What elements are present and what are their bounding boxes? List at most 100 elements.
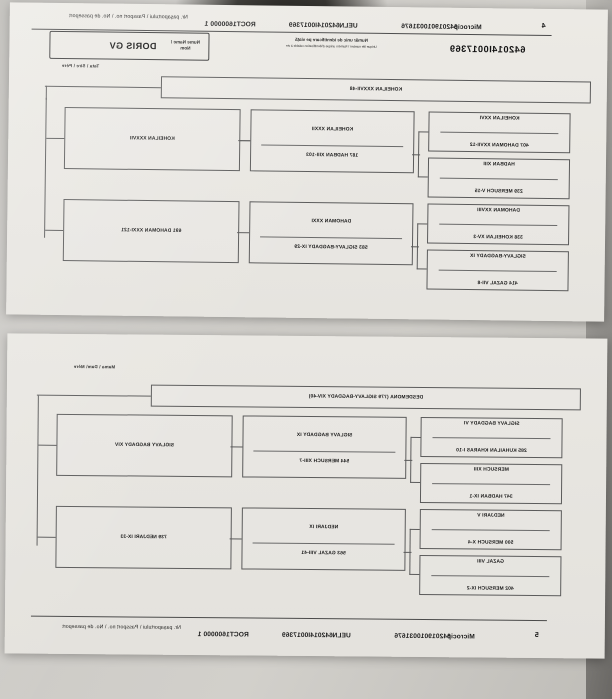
pedigree-dam-g4-node-3-top: GAZAL VIII: [476, 559, 504, 565]
pedigree-g4-node-1-divider: [439, 177, 558, 181]
connector-dam-g2-0-root: [38, 444, 57, 446]
pedigree-g3-node-0: KOHEILAN XXXII 187 HADBAN XIII-103: [249, 109, 415, 174]
connector-dam-g3-0-h: [230, 446, 243, 448]
connector-dam-g2-1-root: [37, 536, 56, 538]
connector-dam-g3-1-h: [229, 538, 242, 540]
pedigree-dam-g3-node-1: NEDJARI IX 563 GAZAL VIII-41: [241, 507, 406, 571]
connector-root-v: [45, 85, 47, 100]
pedigree-dam-g2-node-1: 739 NEDJARI IX-33: [55, 505, 232, 570]
pedigree-g3-node-0-sub: 187 HADBAN XIII-103: [306, 152, 359, 159]
pedigree-dam-g3-node-0-sub: 544 MERSUCH XIII-7: [299, 458, 350, 465]
pedigree-dam-g4-node-2-bottom: 500 MERSUCH X-4: [467, 540, 514, 546]
passport-page-dam: Mama \ Dam\ Mère DESDEMONA (779 SIGLAVY-…: [4, 333, 608, 659]
pedigree-g4-node-0-bottom: 407 DAHOMAN XXVII-12: [469, 142, 529, 149]
passport-page-sire: Nr. pașaportului \ Passport no. \ No. de…: [6, 2, 608, 322]
pedigree-dam-g4-node-3-bottom: 402 MERSUCH IX-2: [466, 586, 514, 592]
connector-g2-0-root: [46, 137, 65, 140]
pedigree-dam-g4-node-2-divider: [431, 529, 550, 532]
horse-name-value: DORIS GV: [109, 40, 157, 52]
pedigree-dam-g3-node-0: SIGLAVY BAGDADY IX 544 MERSUCH XIII-7: [242, 415, 407, 479]
connector-g2-root-v: [44, 97, 47, 238]
pedigree-g4-node-0-divider: [440, 131, 559, 135]
pedigree-root-sire: KOHEILAN XXXVII-48: [160, 76, 592, 104]
pedigree-dam-g3-node-0-divider: [253, 450, 396, 453]
unique-life-number-value: 642014I0017369: [449, 43, 526, 55]
pedigree-dam-g2-node-1-label: 739 NEDJARI IX-33: [120, 534, 167, 541]
pedigree-dam-g3-node-1-sub: 563 GAZAL VIII-41: [301, 550, 346, 557]
pedigree-g4-node-1-bottom: 239 MERSUCH V-15: [474, 189, 523, 195]
connector-g4-2-3-stub: [410, 246, 419, 248]
unique-life-number-label-ro: Număr unic de identificare pe viață: [295, 36, 368, 43]
pedigree-dam-g4-node-3-divider: [431, 575, 550, 578]
footer-page-number: 5: [534, 632, 539, 640]
pedigree-g4-node-2-top: DAHOMAN XXVIII: [476, 208, 520, 214]
pedigree-g3-node-1: DAHOMAN XXXI 583 SIGLAVY-BAGDADY IX-29: [248, 201, 414, 266]
pedigree-g4-node-0: KOHEILAN XXVI 407 DAHOMAN XXVII-12: [428, 111, 571, 154]
footer-rule: [30, 615, 547, 622]
microchip-value: 642019010031676: [401, 23, 458, 31]
passport-number-label: Nr. pașaportului \ Passport no. \ No. de…: [69, 13, 188, 21]
horse-name-box: Nume Name / Nom DORIS GV: [49, 30, 210, 61]
pedigree-g4-node-1: HADBAN XIII 239 MERSUCH V-15: [427, 157, 571, 200]
footer-microchip-value: 642019010031676: [394, 632, 451, 641]
unique-life-number-label-en: Unique life number \ Numéro unique d'ide…: [285, 43, 377, 49]
connector-root-h: [44, 85, 161, 89]
pedigree-g2-node-1-label: 691 DAHOMAN XXXI-121: [120, 228, 182, 234]
connector-dam-root-h: [36, 394, 151, 397]
pedigree-dam-g4-node-1-top: MERSUCH XIII: [473, 467, 509, 473]
passport-number-value: ROCT1600000 1: [204, 20, 256, 29]
unique-life-number-label: Număr unic de identificare pe viață Uniq…: [265, 36, 397, 49]
pedigree-g4-node-3-top: SIGLAVY-BAGDADY IX: [469, 253, 526, 260]
pedigree-g3-node-1-divider: [259, 236, 403, 239]
connector-g2-1-root: [45, 229, 64, 232]
pedigree-root-sire-label: KOHEILAN XXXVII-48: [349, 87, 403, 93]
pedigree-root-dam-label: DESDEMONA (779 SIGLAVY-BAGDADY XIV-40): [308, 394, 424, 401]
connector-dam-g2-root-v: [36, 395, 39, 546]
ueln-label: UELN: [339, 22, 358, 30]
dam-label: Mama \ Dam\ Mère: [73, 363, 116, 370]
pedigree-dam-g4-node-1: MERSUCH XIII 347 HADBAN IX-1: [419, 462, 563, 505]
pedigree-dam-g4-node-1-divider: [432, 483, 550, 486]
footer-microchip-label: Microcip: [446, 633, 475, 641]
pedigree-g4-node-3-divider: [438, 269, 557, 273]
footer-passport-label: Nr. pașaportului \ Passport no. \ No. de…: [62, 623, 181, 631]
ueln-value: 642014I0017369: [288, 21, 340, 30]
pedigree-dam-g2-node-0: SIGLAVY BAGDADY XIV: [56, 413, 233, 478]
pedigree-g2-node-0: KOHEILAN XXXVII: [63, 107, 241, 172]
horse-name-label: Nume Name / Nom: [170, 39, 201, 51]
footer-ueln-label: UELN: [332, 632, 351, 640]
sire-label: Tata \ Sire \ Père: [61, 62, 100, 69]
pedigree-dam-g4-node-0: SIGLAVY BAGDADY VI 285 KUHAILAN KHARAS I…: [420, 416, 563, 459]
pedigree-g3-node-0-label: KOHEILAN XXXII: [311, 126, 354, 133]
pedigree-root-dam: DESDEMONA (779 SIGLAVY-BAGDADY XIV-40): [150, 384, 581, 411]
pedigree-dam-g4-node-1-bottom: 347 HADBAN IX-1: [469, 494, 513, 500]
pedigree-g4-node-3: SIGLAVY-BAGDADY IX 414 GAZAL VII-8: [426, 249, 569, 292]
pedigree-g4-node-1-top: HADBAN XIII: [483, 162, 515, 168]
pedigree-dam-g4-node-2: NEDJARI V 500 MERSUCH X-4: [419, 508, 562, 551]
pedigree-g4-node-2: DAHOMAN XXVIII 338 KOHEILAN XV-3: [427, 203, 570, 246]
pedigree-dam-g2-node-0-label: SIGLAVY BAGDADY XIV: [114, 442, 175, 449]
pedigree-dam-g4-node-3: GAZAL VIII 402 MERSUCH IX-2: [419, 554, 562, 597]
connector-dam-g4-0-1-stub: [404, 459, 413, 461]
pedigree-g3-node-0-divider: [260, 144, 404, 147]
pedigree-dam-g4-node-0-top: SIGLAVY BAGDADY VI: [463, 421, 520, 427]
microchip-label: Microcip: [453, 23, 482, 32]
pedigree-dam-g4-node-2-top: NEDJARI V: [477, 513, 505, 519]
pedigree-g4-node-0-top: KOHEILAN XXVI: [479, 116, 520, 122]
page-number: 4: [541, 22, 546, 30]
pedigree-dam-g3-node-1-label: NEDJARI IX: [309, 524, 339, 530]
pedigree-g4-node-2-divider: [439, 223, 558, 227]
connector-g3-1-h: [237, 232, 250, 234]
footer-passport-value: ROCT1600000 1: [197, 631, 249, 639]
pedigree-dam-g3-node-0-label: SIGLAVY BAGDADY IX: [296, 432, 353, 438]
pedigree-g3-node-1-label: DAHOMAN XXXI: [311, 218, 352, 225]
pedigree-dam-g4-node-0-bottom: 285 KUHAILAN KHARAS I-10: [456, 448, 527, 454]
pedigree-dam-g4-node-0-divider: [432, 437, 551, 440]
connector-g4-0-1-stub: [412, 154, 421, 156]
pedigree-g4-node-2-bottom: 338 KOHEILAN XV-3: [473, 235, 523, 241]
pedigree-g2-node-1: 691 DAHOMAN XXXI-121: [62, 199, 240, 264]
pedigree-g3-node-1-sub: 583 SIGLAVY-BAGDADY IX-29: [294, 244, 368, 251]
connector-dam-g4-2-3-stub: [403, 551, 412, 553]
connector-g3-0-h: [238, 140, 251, 142]
pedigree-dam-g3-node-1-divider: [252, 542, 395, 545]
